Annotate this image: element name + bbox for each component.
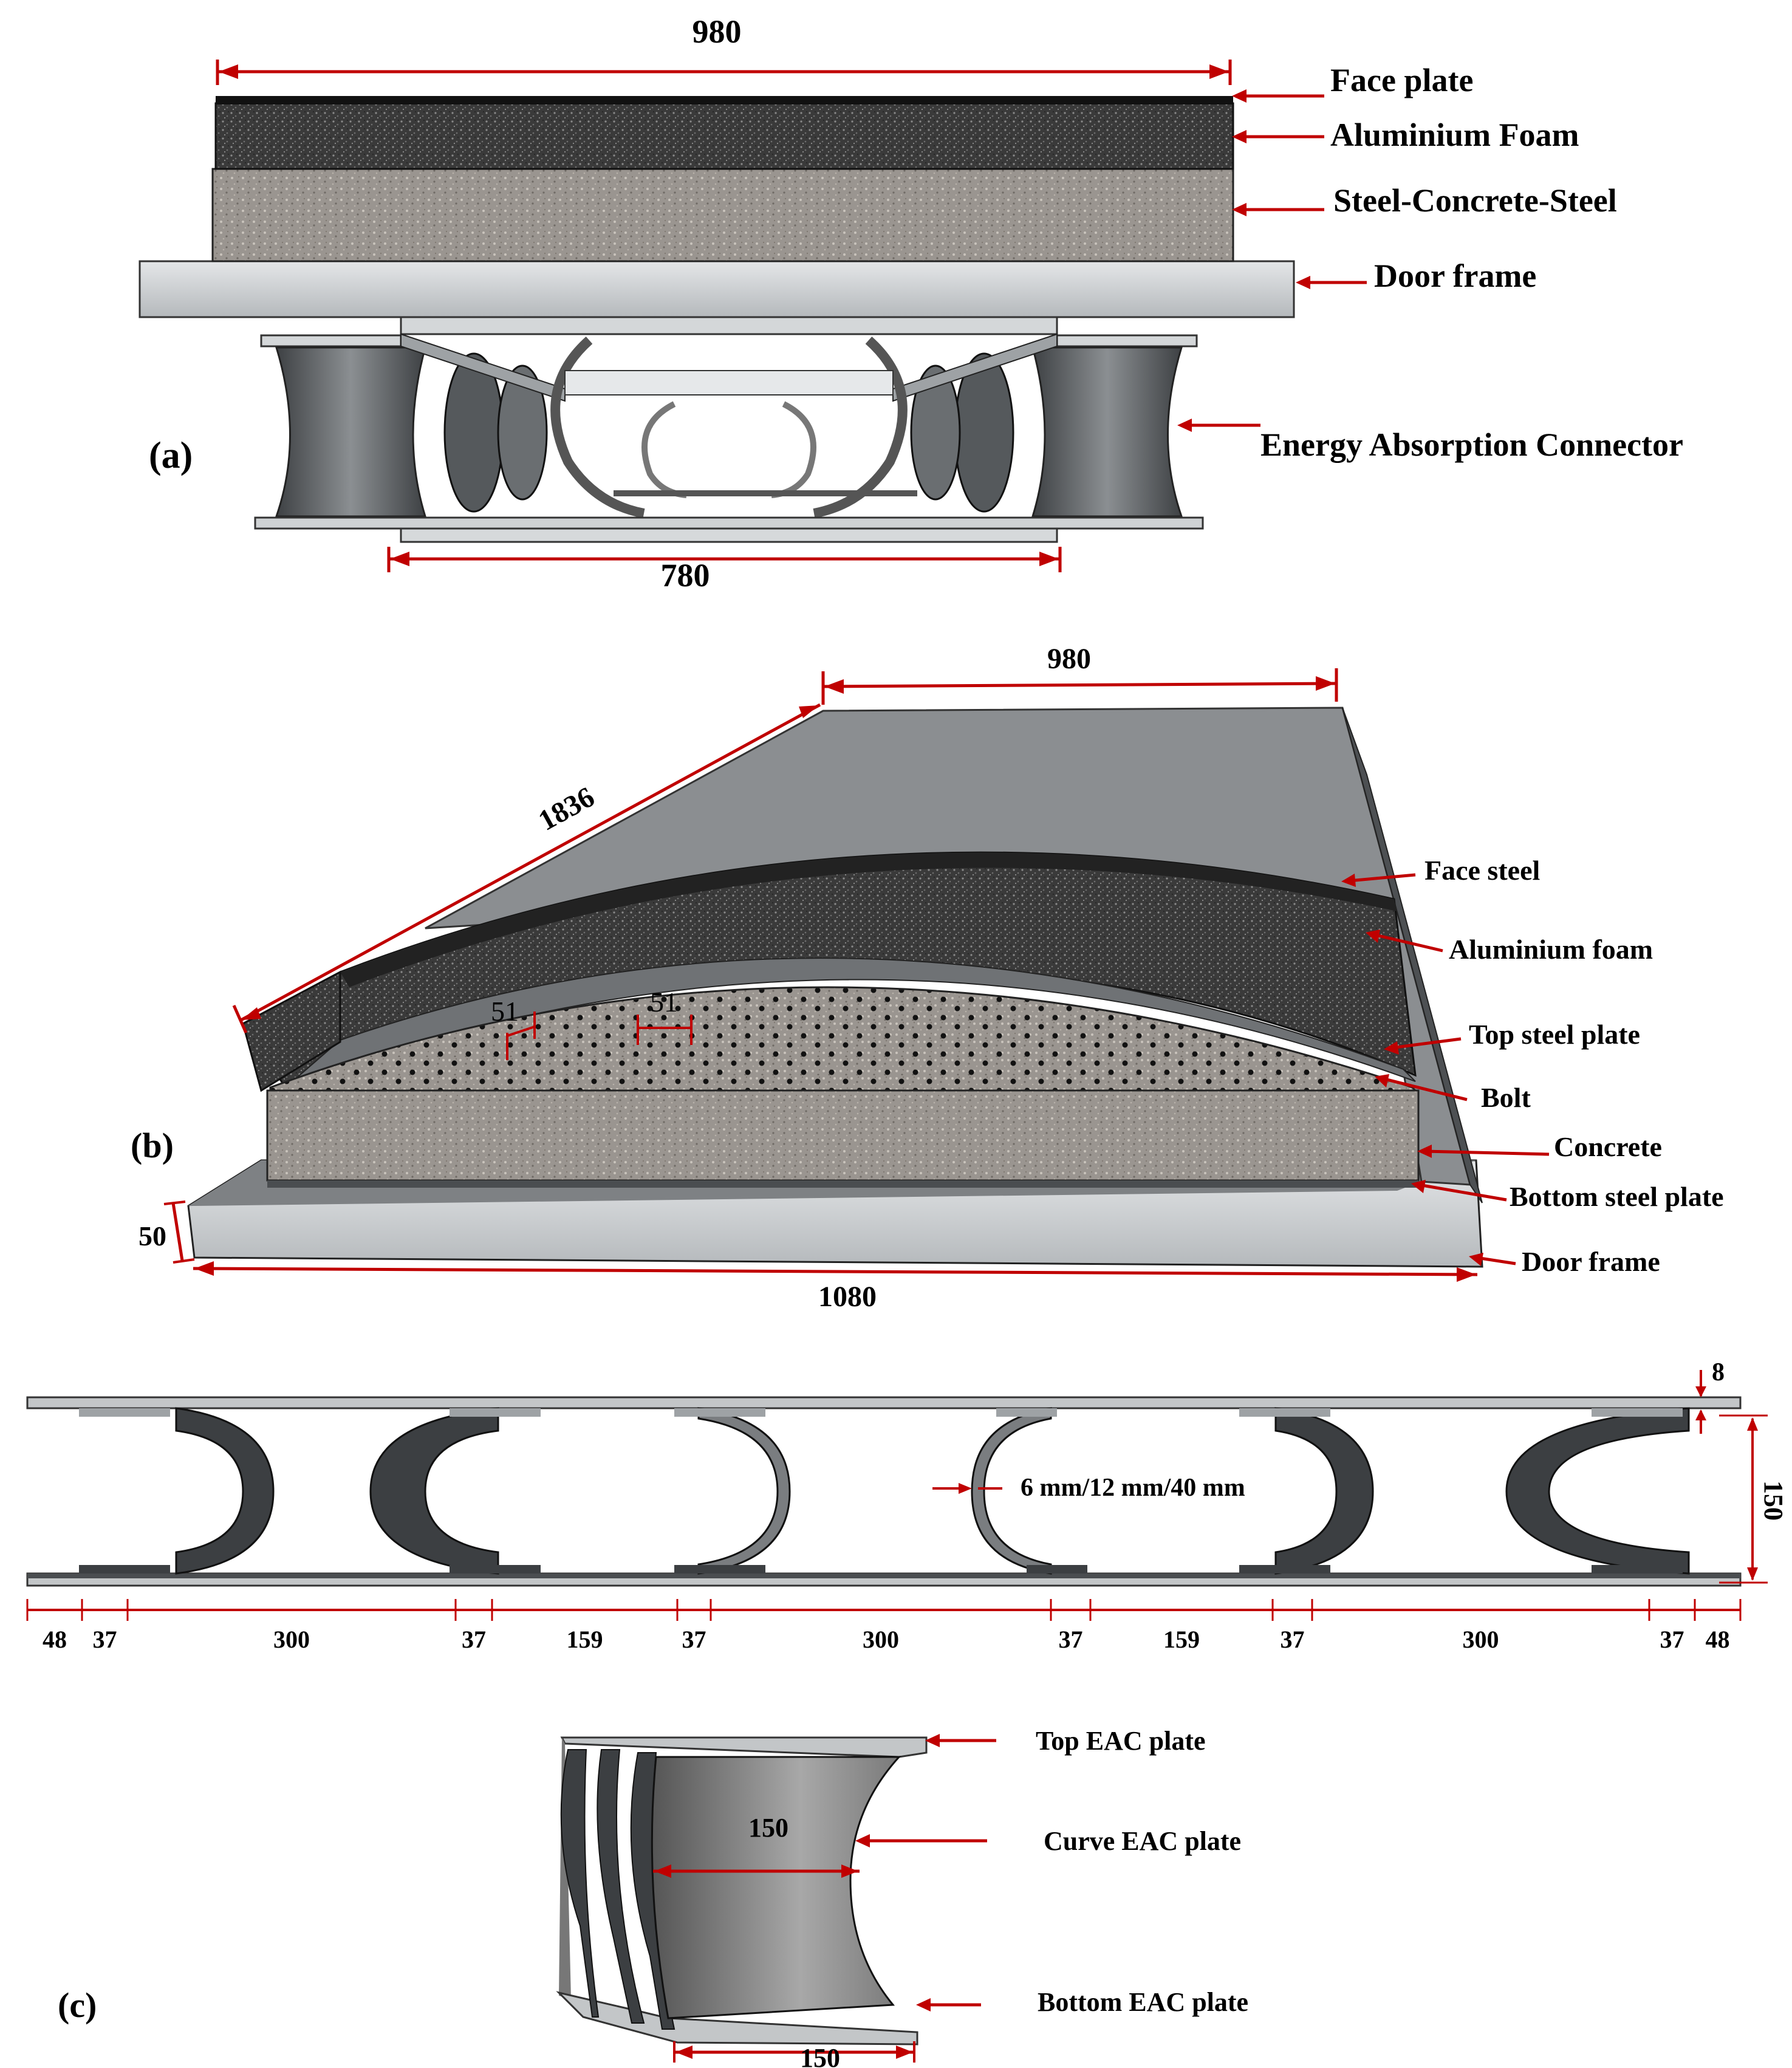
dim-150-inner — [653, 1864, 860, 1878]
label-top-steel-plate: Top steel plate — [1469, 1019, 1640, 1050]
spacing-label: 37 — [1660, 1626, 1684, 1653]
scs-layer-a — [211, 168, 1234, 262]
dim-150-height — [1719, 1414, 1768, 1584]
spacing-label: 37 — [682, 1626, 706, 1653]
label-bottom-steel-plate: Bottom steel plate — [1510, 1181, 1724, 1212]
foam-layer-a — [214, 102, 1234, 170]
spacing-label: 37 — [93, 1626, 117, 1653]
label-door-frame-b: Door frame — [1522, 1246, 1660, 1277]
panel-tag-a: (a) — [149, 435, 193, 476]
eac-c-top-plate — [560, 1736, 928, 1758]
dim-8 — [1695, 1370, 1706, 1434]
label-bottom-eac-plate: Bottom EAC plate — [1038, 1987, 1248, 2017]
dim-50 — [163, 1200, 195, 1264]
eac-top-plate — [26, 1396, 1742, 1409]
panel-c: 150 150 Top EAC plate Curve EAC plate Bo… — [58, 1726, 1248, 2068]
dim-label-980-a: 980 — [693, 13, 742, 50]
spacing-dims: 48 37 300 37 159 37 300 37 159 37 300 37 48 — [26, 1599, 1742, 1653]
spacing-label: 300 — [273, 1626, 310, 1653]
label-eac-a: Energy Absorption Connector — [1260, 426, 1683, 463]
dim-980-b — [821, 668, 1338, 705]
spacing-label: 300 — [1463, 1626, 1499, 1653]
concrete-b — [266, 1089, 1420, 1182]
dim-label-980-b: 980 — [1047, 643, 1091, 675]
spacing-label: 159 — [1163, 1626, 1200, 1653]
dim-label-150-height: 150 — [1759, 1481, 1788, 1521]
dim-label-150-bottom: 150 — [800, 2043, 840, 2068]
dim-150-bottom — [673, 2041, 915, 2063]
dim-label-thickness: 6 mm/12 mm/40 mm — [1021, 1474, 1245, 1502]
dim-label-780-a: 780 — [661, 557, 710, 594]
label-scs: Steel-Concrete-Steel — [1333, 182, 1617, 219]
dim-980-a — [216, 60, 1232, 85]
door-frame-a — [139, 260, 1295, 318]
label-arrows-c — [855, 1734, 996, 2012]
label-bolt: Bolt — [1481, 1082, 1531, 1113]
spacing-label: 48 — [1706, 1626, 1730, 1653]
dim-780-a — [387, 547, 1062, 572]
dim-thickness — [932, 1483, 1002, 1494]
dim-bolt-b — [637, 1015, 693, 1045]
label-curve-eac-plate: Curve EAC plate — [1044, 1826, 1241, 1856]
eac-c-curve-plate — [651, 1756, 901, 2019]
eac-c-bottom-plate — [556, 1991, 918, 2046]
dim-label-1080: 1080 — [818, 1281, 877, 1313]
dim-label-bolt-b: 51 — [650, 987, 678, 1018]
spacing-label: 300 — [863, 1626, 899, 1653]
connector-a — [254, 316, 1204, 543]
spacing-label: 48 — [43, 1626, 67, 1653]
label-face-plate: Face plate — [1330, 62, 1473, 98]
dim-label-50: 50 — [139, 1221, 166, 1251]
bolt-dome-b — [269, 986, 1418, 1092]
spacing-label: 159 — [567, 1626, 603, 1653]
dim-1836 — [232, 703, 821, 1034]
dim-1080 — [193, 1261, 1478, 1282]
label-face-steel: Face steel — [1424, 855, 1540, 886]
label-door-frame-a: Door frame — [1374, 258, 1536, 294]
label-arrows-b — [1341, 873, 1550, 1266]
label-aluminium-foam-a: Aluminium Foam — [1330, 117, 1579, 153]
face-plate-a — [216, 96, 1233, 104]
label-aluminium-foam-b: Aluminium foam — [1449, 934, 1653, 965]
dim-label-8: 8 — [1712, 1358, 1725, 1386]
panel-tag-c: (c) — [58, 1985, 97, 2025]
spacing-label: 37 — [462, 1626, 486, 1653]
eac-curves — [79, 1407, 1690, 1575]
dim-label-bolt-a: 51 — [491, 996, 519, 1027]
label-arrows-a — [1177, 89, 1367, 432]
label-concrete: Concrete — [1554, 1131, 1662, 1162]
label-top-eac-plate: Top EAC plate — [1036, 1726, 1206, 1756]
panel-tag-b: (b) — [131, 1126, 174, 1165]
dim-label-150-inner: 150 — [748, 1813, 788, 1843]
panel-b: 980 1836 51 51 50 — [131, 643, 1724, 1313]
spacing-label: 37 — [1281, 1626, 1305, 1653]
panel-eac-strip: 6 mm/12 mm/40 mm 8 150 48 37 300 37 159 37 300… — [26, 1358, 1788, 1653]
panel-a: 980 780 Face plate Aluminium Foam Steel-… — [139, 13, 1683, 594]
spacing-label: 37 — [1059, 1626, 1083, 1653]
dim-bolt-a — [506, 1012, 536, 1060]
